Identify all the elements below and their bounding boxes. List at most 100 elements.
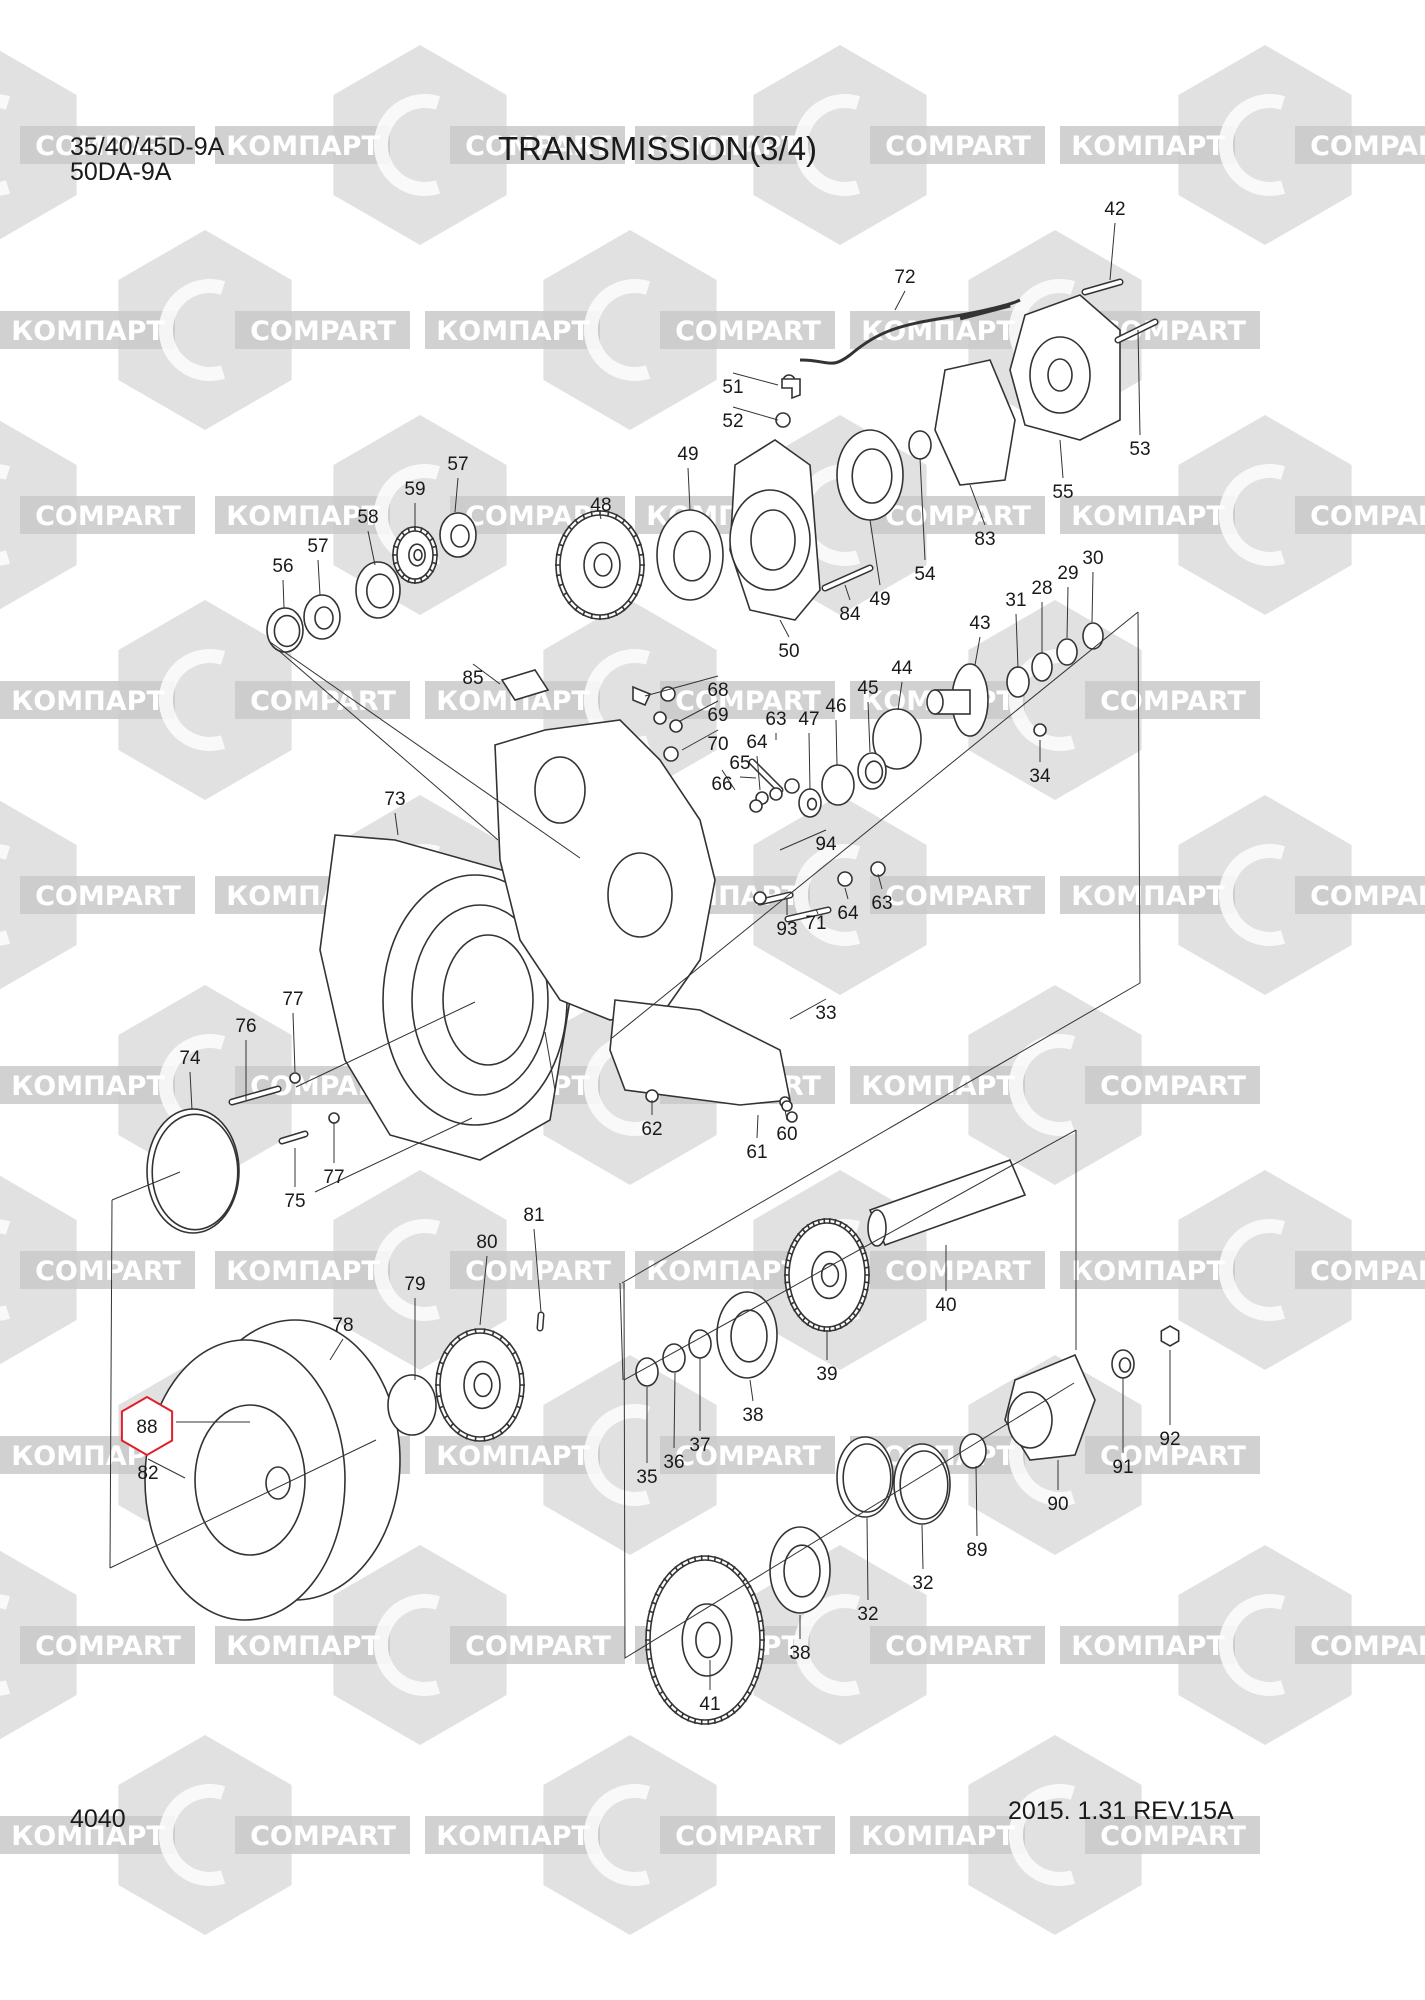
watermark-bar [1295,496,1425,534]
part-number-label: 51 [722,377,743,398]
watermark-text-right: COMPART [885,131,1031,162]
callout-leader [454,477,459,513]
callout-29: 29 [1057,563,1079,639]
watermark-bar [1295,876,1425,914]
callouts: 4272515253558354494957595857564884503128… [137,199,1180,1715]
callout-91: 91 [1112,1378,1134,1478]
watermark-text-right: COMPART [1310,131,1425,162]
watermark-bar [1085,681,1260,719]
part-number-label: 82 [137,1463,158,1484]
watermark-bar [235,311,410,349]
part-number-label: 59 [404,479,425,500]
watermark-bar [1295,1251,1425,1289]
part-number-label: 42 [1104,199,1125,220]
callout-89: 89 [966,1465,988,1561]
watermark-text-right: COMPART [675,1821,821,1852]
watermark-text-right: COMPART [1310,501,1425,532]
callout-69: 69 [679,700,729,726]
part-32-washer-right [893,1443,951,1525]
part-number-label: 52 [722,411,743,432]
watermark-text-right: COMPART [1100,1441,1246,1472]
part-number-label: 75 [284,1191,305,1212]
watermark-c-mark [1218,464,1286,566]
part-78-converter [144,1319,401,1621]
callout-59: 59 [404,479,426,530]
callout-61: 61 [746,1114,768,1163]
watermark-bar [1295,1626,1425,1664]
watermark-text-right: COMPART [250,1821,396,1852]
watermark-bar [1060,1251,1235,1289]
watermark-hexagon [1178,45,1352,245]
part-number-label: 49 [869,589,890,610]
small-fastener [837,871,853,887]
part-50-cover [729,439,821,621]
part-number-label: 56 [272,556,293,577]
callout-55: 55 [1052,439,1074,503]
callout-leader [869,519,881,586]
small-fastener [653,711,667,725]
watermark-text-left: КОМПАРТ [1071,131,1225,162]
callout-81: 81 [523,1205,545,1313]
watermark-c-mark [373,1594,441,1696]
revision-date: 2015. 1.31 REV.15A [1008,1797,1234,1825]
watermark-bar [450,126,625,164]
watermark-c-mark [1218,1594,1286,1696]
callout-52: 52 [722,406,779,432]
small-fastener [749,799,763,813]
watermark-bar [235,1816,410,1854]
callout-46: 46 [825,696,847,766]
watermark-text-left: КОМПАРТ [11,1071,165,1102]
callout-leader [789,998,827,1020]
watermark-c-mark [1008,1784,1076,1886]
assembly-line [619,1282,624,1381]
callout-leader [367,530,376,566]
part-number-label: 35 [636,1467,657,1488]
callout-40: 40 [935,1245,957,1316]
part-number-label: 44 [891,658,913,679]
callout-leader [732,372,779,386]
callout-leader [147,1458,186,1479]
watermark-tile: КОМПАРТ COMPART [1060,45,1425,245]
part-80-gear [435,1328,525,1442]
watermark-hexagon [118,600,292,800]
part-49-bearing [656,509,724,601]
part-number-label: 58 [357,507,378,528]
watermark-text-left: КОМПАРТ [646,1256,800,1287]
small-fastener [786,1111,798,1123]
watermark-hexagon [968,985,1142,1185]
assembly-line [109,1199,113,1569]
part-47-bushing [798,788,822,818]
watermark-hexagon [1178,1545,1352,1745]
part-44-oring [872,708,922,770]
watermark-c-mark [793,94,861,196]
watermark-c-mark [1218,94,1286,196]
callout-75: 75 [284,1148,306,1212]
callout-68: 68 [644,675,729,701]
callout-63: 63 [871,873,893,914]
model-line-2: 50DA-9A [70,158,172,186]
part-number-label: 57 [447,454,468,475]
watermark-bar [20,876,195,914]
watermark-hexagon [543,230,717,430]
watermark-hexagon [333,1545,507,1745]
callout-44: 44 [891,658,913,711]
assembly-line [111,1171,181,1201]
callout-39: 39 [816,1330,838,1385]
callout-65: 65 [729,753,757,779]
part-number-label: 53 [1129,439,1150,460]
part-number-label: 73 [384,789,405,810]
watermark-text-left: КОМПАРТ [226,501,380,532]
callout-57: 57 [307,536,329,596]
part-35-ring [635,1357,659,1387]
callout-leader [779,619,790,638]
part-number-label: 71 [805,913,826,934]
callout-leader [394,812,399,836]
callout-62: 62 [641,1100,663,1140]
watermark-text-right: COMPART [1100,316,1246,347]
